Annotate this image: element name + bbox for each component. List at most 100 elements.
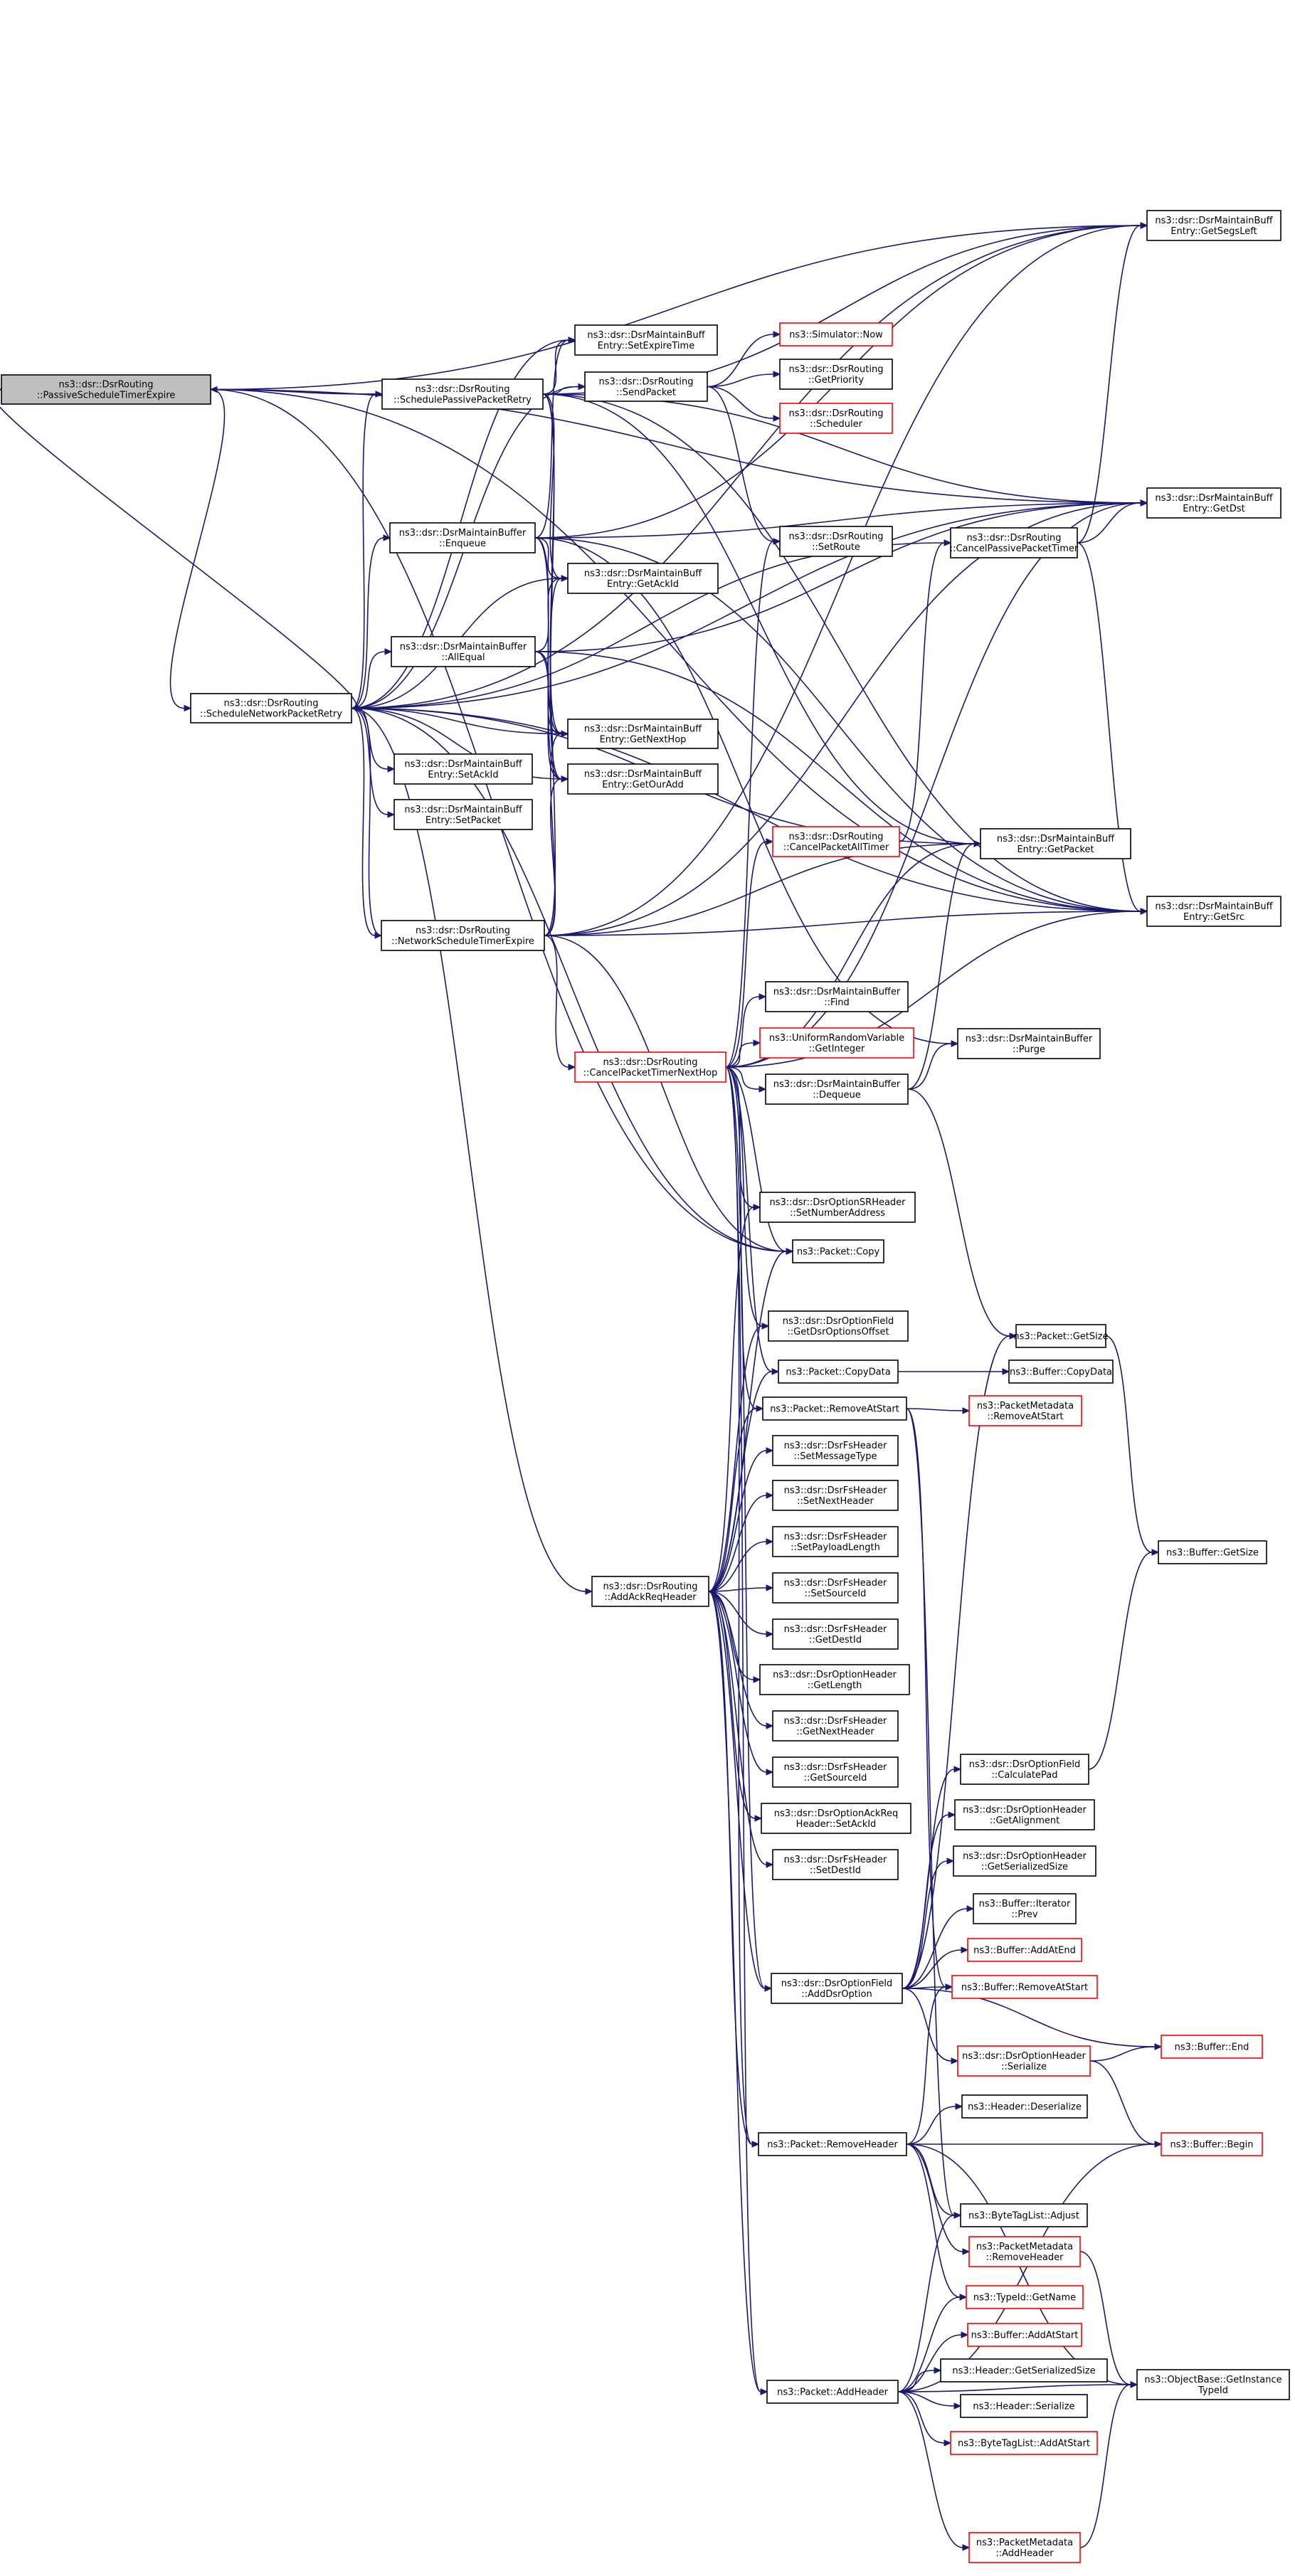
node-sendpacket[interactable]: ns3::dsr::DsrRouting::SendPacket — [584, 371, 708, 402]
edge-line — [897, 2370, 935, 2392]
node-getouradd[interactable]: ns3::dsr::DsrMaintainBuffEntry::GetOurAd… — [567, 763, 719, 795]
edge-line — [1089, 2060, 1156, 2145]
node-bufcopydata[interactable]: ns3::Buffer::CopyData — [1008, 1359, 1114, 1384]
node-adjust[interactable]: ns3::ByteTagList::Adjust — [960, 2203, 1088, 2227]
node-allequal[interactable]: ns3::dsr::DsrMaintainBuffer::AllEqual — [391, 636, 536, 667]
node-getinteger[interactable]: ns3::UniformRandomVariable::GetInteger — [759, 1027, 914, 1059]
edge-line — [902, 1908, 968, 1989]
node-bufaddatstart[interactable]: ns3::Buffer::AddAtStart — [967, 2323, 1082, 2347]
node-box — [389, 522, 536, 553]
node-label-line: ns3::Packet::GetSize — [1013, 1332, 1108, 1342]
edge-line — [725, 1066, 773, 1372]
node-cancelpassive[interactable]: ns3::dsr::DsrRouting::CancelPassivePacke… — [950, 527, 1079, 558]
node-addackreq[interactable]: ns3::dsr::DsrRouting::AddAckReqHeader — [591, 1576, 709, 1607]
node-hdrserialize[interactable]: ns3::Header::Serialize — [960, 2394, 1088, 2418]
node-label-line: Entry::GetSrc — [1183, 912, 1244, 923]
node-box — [591, 1576, 709, 1607]
node-pmremoveheader[interactable]: ns3::PacketMetadata::RemoveHeader — [968, 2236, 1081, 2267]
node-sched_passive[interactable]: ns3::dsr::DsrRouting::SchedulePassivePac… — [381, 378, 544, 410]
node-getsegsleft[interactable]: ns3::dsr::DsrMaintainBuffEntry::GetSegsL… — [1146, 210, 1281, 241]
node-getalign[interactable]: ns3::dsr::DsrOptionHeader::GetAlignment — [954, 1799, 1095, 1830]
node-bufgetsize[interactable]: ns3::Buffer::GetSize — [1158, 1540, 1267, 1564]
node-label-line: ns3::Packet::RemoveAtStart — [770, 1404, 899, 1415]
node-cancelnexthop[interactable]: ns3::dsr::DsrRouting::CancelPacketTimerN… — [574, 1051, 726, 1083]
node-pktgetsize[interactable]: ns3::Packet::GetSize — [1013, 1324, 1109, 1348]
node-setnumaddr[interactable]: ns3::dsr::DsrOptionSRHeader::SetNumberAd… — [759, 1192, 916, 1223]
node-optsetackid[interactable]: ns3::dsr::DsrOptionAckReqHeader::SetAckI… — [761, 1803, 911, 1834]
node-label-line: ::GetInteger — [809, 1044, 865, 1054]
node-sched_net[interactable]: ns3::dsr::DsrRouting::ScheduleNetworkPac… — [190, 693, 352, 723]
node-getpacket[interactable]: ns3::dsr::DsrMaintainBuffEntry::GetPacke… — [980, 828, 1131, 859]
node-label-line: ns3::dsr::DsrOptionSRHeader — [769, 1197, 906, 1208]
node-getsersize[interactable]: ns3::dsr::DsrOptionHeader::GetSerialized… — [953, 1845, 1096, 1877]
node-removeheader[interactable]: ns3::Packet::RemoveHeader — [758, 2132, 907, 2156]
edge-optserialize-to-bufbegin — [1089, 2060, 1163, 2148]
node-label-line: Entry::GetDst — [1183, 504, 1244, 514]
node-pmaddheader[interactable]: ns3::PacketMetadata::AddHeader — [968, 2532, 1081, 2563]
node-hdrgetsersize[interactable]: ns3::Header::GetSerializedSize — [940, 2358, 1108, 2382]
node-getsourceid[interactable]: ns3::dsr::DsrFsHeader::GetSourceId — [772, 1756, 899, 1788]
node-label-line: ns3::ByteTagList::AddAtStart — [958, 2439, 1090, 2449]
edge-adddsroption-to-iterprev — [902, 1905, 975, 1989]
edge-sched_passive-to-getackid — [542, 393, 569, 582]
node-iterprev[interactable]: ns3::Buffer::Iterator::Prev — [973, 1893, 1077, 1924]
node-getnexthop[interactable]: ns3::dsr::DsrMaintainBuffEntry::GetNextH… — [567, 719, 719, 749]
node-setpacket[interactable]: ns3::dsr::DsrMaintainBuffEntry::SetPacke… — [393, 799, 533, 830]
node-copy[interactable]: ns3::Packet::Copy — [792, 1239, 884, 1263]
node-getpriority[interactable]: ns3::dsr::DsrRouting::GetPriority — [779, 359, 893, 390]
node-calcpad[interactable]: ns3::dsr::DsrOptionField::CalculatePad — [960, 1754, 1089, 1785]
node-adddsroption[interactable]: ns3::dsr::DsrOptionField::AddDsrOption — [771, 1973, 903, 2004]
node-btaddatstart[interactable]: ns3::ByteTagList::AddAtStart — [950, 2431, 1098, 2455]
node-net_timer[interactable]: ns3::dsr::DsrRouting::NetworkScheduleTim… — [381, 920, 545, 951]
node-purge[interactable]: ns3::dsr::DsrMaintainBuffer::Purge — [957, 1028, 1101, 1059]
node-typeidname[interactable]: ns3::TypeId::GetName — [966, 2285, 1084, 2309]
node-setnexthdr[interactable]: ns3::dsr::DsrFsHeader::SetNextHeader — [772, 1480, 899, 1511]
node-bufremoveatstart[interactable]: ns3::Buffer::RemoveAtStart — [951, 1975, 1098, 1999]
node-box — [1146, 210, 1281, 241]
edge-line — [725, 841, 767, 1068]
node-label-line: ns3::PacketMetadata — [976, 2242, 1073, 2252]
edge-addackreq-to-copydata — [708, 1368, 780, 1592]
node-box — [772, 1526, 899, 1557]
node-setdestid[interactable]: ns3::dsr::DsrFsHeader::SetDestId — [772, 1849, 899, 1880]
edge-arrowhead — [1154, 2043, 1163, 2050]
node-label-line: ns3::dsr::DsrFsHeader — [784, 1441, 887, 1451]
node-setmsgtype[interactable]: ns3::dsr::DsrFsHeader::SetMessageType — [772, 1435, 899, 1466]
edge-line — [902, 1814, 949, 1989]
edge-removeheader-to-hdrdeserialize — [906, 2103, 963, 2145]
node-now[interactable]: ns3::Simulator::Now — [779, 322, 893, 346]
node-setsourceid[interactable]: ns3::dsr::DsrFsHeader::SetSourceId — [772, 1572, 899, 1604]
node-enqueue[interactable]: ns3::dsr::DsrMaintainBuffer::Enqueue — [389, 522, 536, 553]
node-bufbegin[interactable]: ns3::Buffer::Begin — [1161, 2132, 1263, 2156]
node-dequeue[interactable]: ns3::dsr::DsrMaintainBuffer::Dequeue — [765, 1074, 909, 1105]
node-optserialize[interactable]: ns3::dsr::DsrOptionHeader::Serialize — [957, 2045, 1091, 2077]
node-addatend[interactable]: ns3::Buffer::AddAtEnd — [967, 1938, 1082, 1962]
node-scheduler[interactable]: ns3::dsr::DsrRouting::Scheduler — [779, 403, 893, 434]
node-getlength[interactable]: ns3::dsr::DsrOptionHeader::GetLength — [759, 1664, 910, 1695]
node-removeatstart[interactable]: ns3::Packet::RemoveAtStart — [762, 1396, 907, 1421]
edge-line — [897, 2143, 1156, 2392]
node-getnexthdr[interactable]: ns3::dsr::DsrFsHeader::GetNextHeader — [772, 1710, 899, 1742]
node-setroute[interactable]: ns3::dsr::DsrRouting::SetRoute — [779, 526, 893, 557]
node-root[interactable]: ns3::dsr::DsrRouting::PassiveScheduleTim… — [1, 374, 211, 405]
node-label-line: ns3::dsr::DsrMaintainBuffer — [400, 642, 527, 652]
node-getdsroptoffset[interactable]: ns3::dsr::DsrOptionField::GetDsrOptionsO… — [768, 1310, 909, 1342]
node-copydata[interactable]: ns3::Packet::CopyData — [778, 1359, 899, 1384]
node-bufend[interactable]: ns3::Buffer::End — [1161, 2035, 1263, 2059]
node-setpayload[interactable]: ns3::dsr::DsrFsHeader::SetPayloadLength — [772, 1526, 899, 1557]
node-pmremoveatstart[interactable]: ns3::PacketMetadata::RemoveAtStart — [968, 1395, 1082, 1426]
node-setexpire[interactable]: ns3::dsr::DsrMaintainBuffEntry::SetExpir… — [574, 324, 718, 356]
node-cancelall[interactable]: ns3::dsr::DsrRouting::CancelPacketAllTim… — [772, 826, 900, 857]
node-getdestid[interactable]: ns3::dsr::DsrFsHeader::GetDestId — [772, 1618, 899, 1650]
edge-enqueue-to-setexpire — [534, 336, 576, 539]
node-find[interactable]: ns3::dsr::DsrMaintainBuffer::Find — [765, 981, 909, 1012]
node-hdrdeserialize[interactable]: ns3::Header::Deserialize — [961, 2094, 1088, 2119]
node-addheader[interactable]: ns3::Packet::AddHeader — [766, 2380, 899, 2404]
node-box — [968, 2532, 1081, 2563]
edge-addackreq-to-setmsgtype — [708, 1447, 774, 1592]
